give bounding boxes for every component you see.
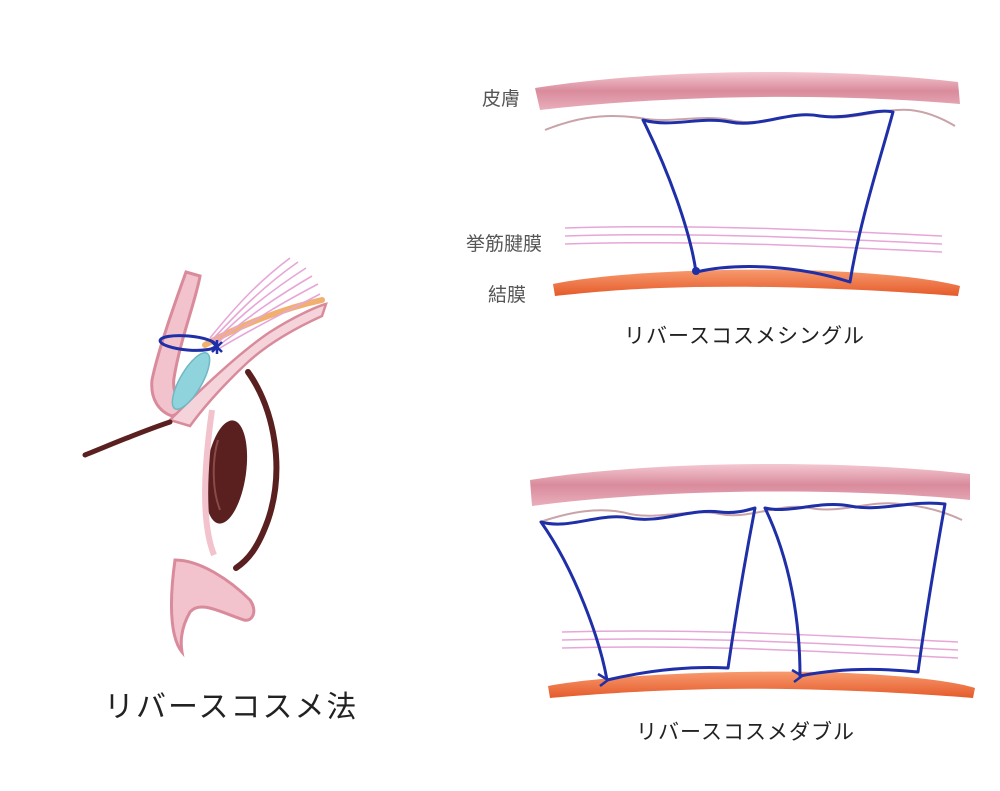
skin-layer <box>535 71 960 110</box>
conjunctiva-layer <box>553 269 960 296</box>
suture-knot-icon <box>211 340 223 354</box>
lower-lid-outer <box>202 409 217 557</box>
label-conjunctiva: 結膜 <box>488 284 527 306</box>
suture-path-right <box>763 501 947 678</box>
caption-single: リバースコスメシングル <box>624 324 865 348</box>
suture-path-left <box>539 506 757 682</box>
eyelash <box>82 419 173 458</box>
levator-layer <box>561 630 959 659</box>
suture-knot-icon <box>597 668 805 687</box>
caption-double: リバースコスメダブル <box>636 720 855 744</box>
label-levator: 挙筋腱膜 <box>466 233 543 255</box>
double-diagram <box>530 463 975 698</box>
skin-layer <box>530 463 970 506</box>
suture-path <box>641 109 895 284</box>
levator-layer <box>564 225 943 253</box>
single-diagram <box>535 71 960 296</box>
sclera-curve <box>233 369 280 571</box>
label-skin: 皮膚 <box>482 88 521 110</box>
upper-lid-lining <box>167 302 328 428</box>
caption-main: リバースコスメ法 <box>104 690 359 725</box>
cornea-highlight <box>212 439 221 511</box>
conjunctiva-layer <box>548 671 975 698</box>
levator-fibers <box>209 257 321 349</box>
suture-knot-icon <box>692 267 700 275</box>
muller-muscle <box>171 351 211 411</box>
eyelid-cross-section <box>82 257 328 658</box>
lower-eyelid <box>170 558 256 658</box>
